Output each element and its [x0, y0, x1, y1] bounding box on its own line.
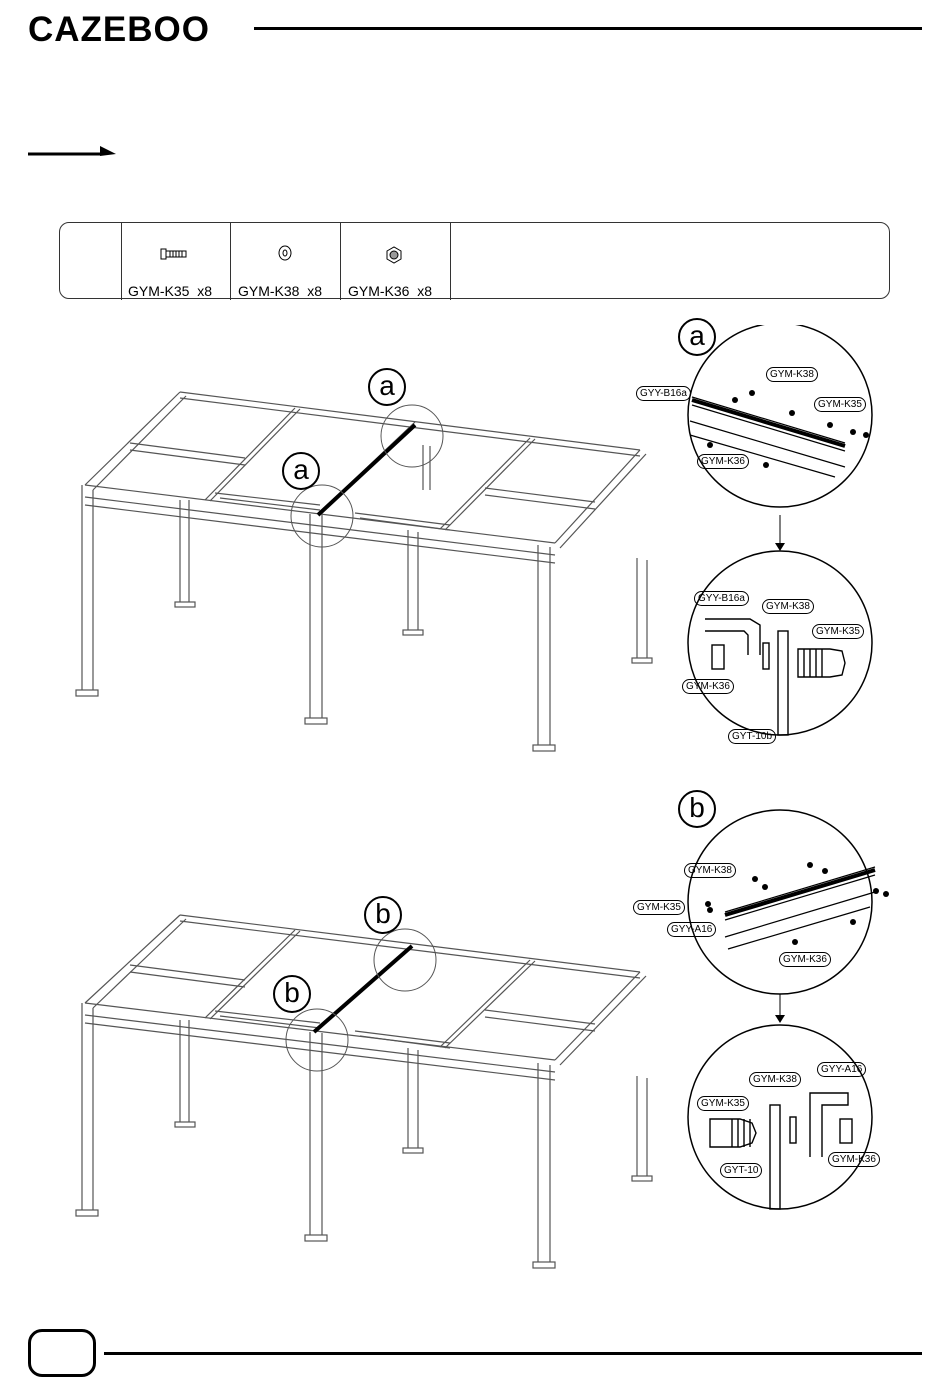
callout-b-mid: b [273, 975, 311, 1013]
header-rule [254, 27, 922, 30]
arrow-icon [26, 142, 118, 162]
label-gym-k35-section: GYM-K35 [812, 624, 864, 639]
callout-b-top: b [364, 896, 402, 934]
label-gym-k35-b: GYM-K35 [633, 900, 685, 915]
page-number-box [28, 1329, 96, 1377]
brand-logo: CAZEBOO [28, 12, 210, 48]
label-gyy-b16a-section: GYY-B16a [694, 591, 749, 606]
callout-a-mid: a [282, 452, 320, 490]
label-gym-k38: GYM-K38 [766, 367, 818, 382]
part-label-gym-k36: GYM-K36 x8 [348, 283, 432, 299]
part-label-gym-k35: GYM-K35 x8 [128, 283, 212, 299]
label-gyy-a16-b: GYY-A16 [667, 922, 716, 937]
label-gym-k38-section: GYM-K38 [762, 599, 814, 614]
label-gym-k36-section: GYM-K36 [682, 679, 734, 694]
label-gym-k38-b-section: GYM-K38 [749, 1072, 801, 1087]
label-gym-k36-b: GYM-K36 [779, 952, 831, 967]
label-gym-k35-b-section: GYM-K35 [697, 1096, 749, 1111]
label-gyt-10: GYT-10 [720, 1163, 762, 1178]
washer-icon [275, 243, 295, 263]
label-gyy-b16a: GYY-B16a [636, 386, 691, 401]
label-gym-k36: GYM-K36 [697, 454, 749, 469]
label-gym-k35: GYM-K35 [814, 397, 866, 412]
label-gyt-10b: GYT-10b [728, 729, 776, 744]
detail-zoom-b [620, 797, 940, 1217]
footer-rule [104, 1352, 922, 1355]
label-gym-k38-b: GYM-K38 [684, 863, 736, 878]
parts-list: GYM-K35 x8 GYM-K38 x8 GYM-K36 x8 [59, 222, 890, 299]
nut-icon [383, 245, 405, 265]
part-label-gym-k38: GYM-K38 x8 [238, 283, 322, 299]
bolt-icon [160, 247, 190, 261]
label-gyy-a16-b-section: GYY-A16 [817, 1062, 866, 1077]
label-gym-k36-b-section: GYM-K36 [828, 1152, 880, 1167]
callout-a-top: a [368, 368, 406, 406]
